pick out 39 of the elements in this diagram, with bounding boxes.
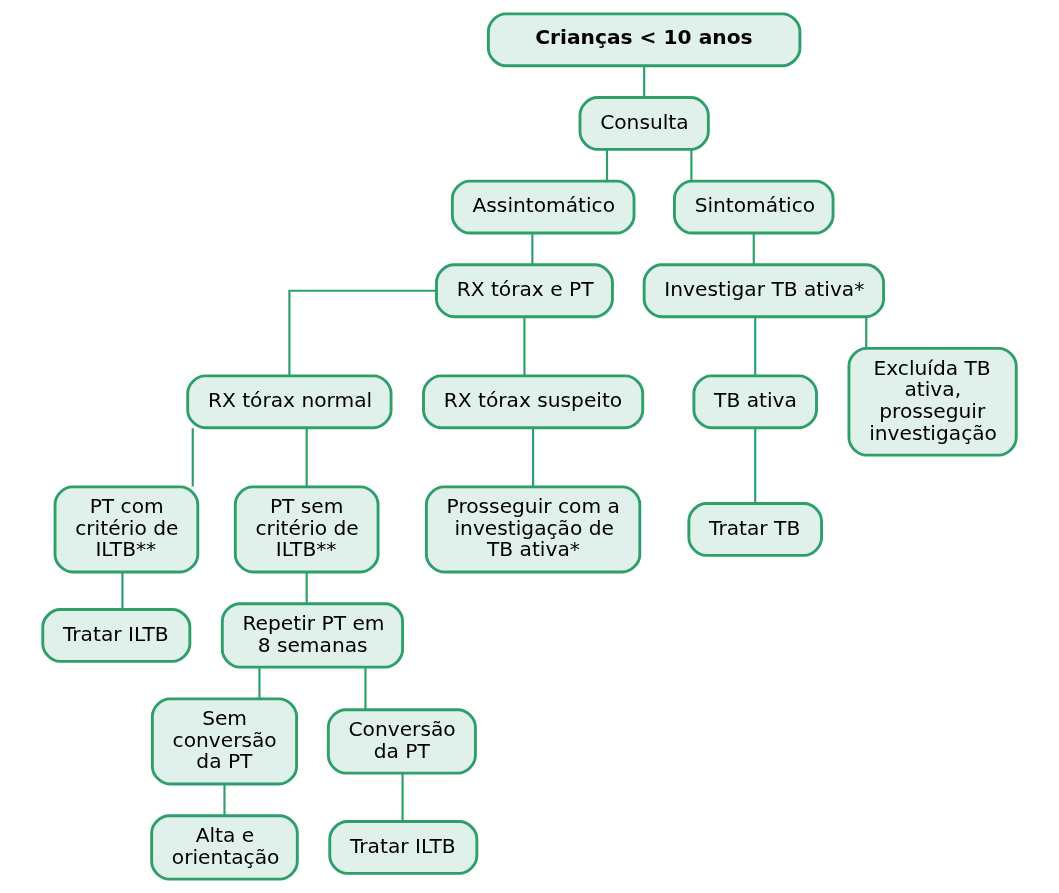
connector [532,428,535,487]
connector [754,428,757,504]
node-box: Sem conversão da PT [150,697,299,786]
node-box: PT com critério de ILTB** [53,485,200,574]
node-box: RX tórax e PT [435,263,614,319]
node-box: RX tórax suspeito [422,374,645,430]
connector [752,233,755,265]
connector [305,428,308,487]
node-box: Conversão da PT [326,708,477,775]
node-box: Consulta [578,96,710,151]
connector [401,773,404,822]
node-box: Tratar ILTB [41,608,192,663]
node-box: Investigar TB ativa* [642,263,885,319]
node-box: Alta e orientação [150,814,299,881]
connector [258,667,261,699]
connector [690,149,693,181]
node-box: RX tórax normal [186,374,393,430]
connector [288,289,437,376]
node-box: Excluída TB ativa, prosseguir investigação [847,347,1018,457]
connector [754,317,757,376]
connector [364,667,367,710]
node-box: TB ativa [692,374,818,430]
connector [605,149,609,181]
connector [223,784,226,816]
connector [305,572,308,604]
connector [191,428,194,487]
node-box: Repetir PT em 8 semanas [220,602,405,669]
connector [531,233,534,265]
node-box: Tratar TB [687,502,823,557]
connector [865,317,868,349]
node-box: Assintomático [450,179,636,235]
node-box: Crianças < 10 anos [486,12,802,68]
node-box: PT sem critério de ILTB** [233,485,380,574]
node-box: Prosseguir com a investigação de TB ativa* [424,485,642,574]
node-box: Tratar ILTB [328,820,479,875]
connector [643,65,646,98]
connector [523,317,526,376]
connector [121,572,124,610]
node-box: Sintomático [673,179,835,235]
